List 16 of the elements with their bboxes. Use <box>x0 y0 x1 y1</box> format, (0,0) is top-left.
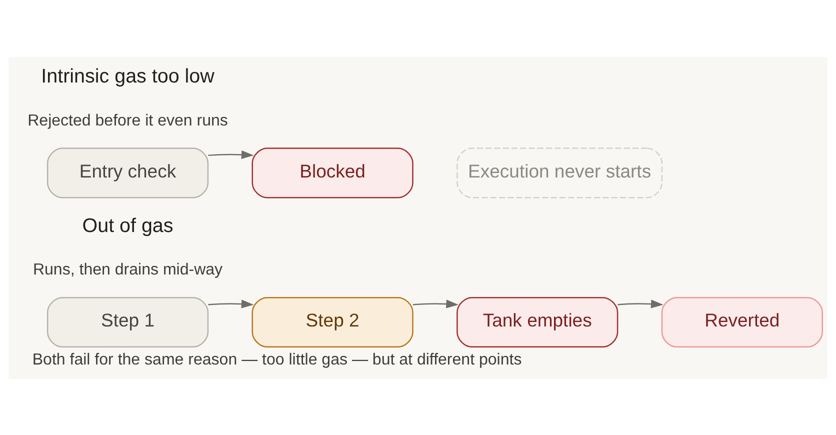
node-box: Step 1 <box>46 296 209 348</box>
label: Out of gas <box>82 214 174 236</box>
arrow <box>412 299 459 308</box>
arrow <box>208 150 254 158</box>
label: Runs, then drains mid-way <box>32 260 223 278</box>
node-box: Reverted <box>661 296 823 348</box>
node-box: Tank empties <box>456 296 618 348</box>
node-box: Execution never starts <box>456 147 663 198</box>
arrow <box>618 299 664 308</box>
node-box: Entry check <box>46 147 209 198</box>
arrow <box>208 299 254 308</box>
label: Rejected before it even runs <box>28 110 228 129</box>
caption: Both fail for the same reason — too little gas — but at different points <box>32 350 522 368</box>
node-box: Blocked <box>252 147 414 198</box>
node-box: Step 2 <box>252 296 414 348</box>
label: Intrinsic gas too low <box>41 65 214 88</box>
